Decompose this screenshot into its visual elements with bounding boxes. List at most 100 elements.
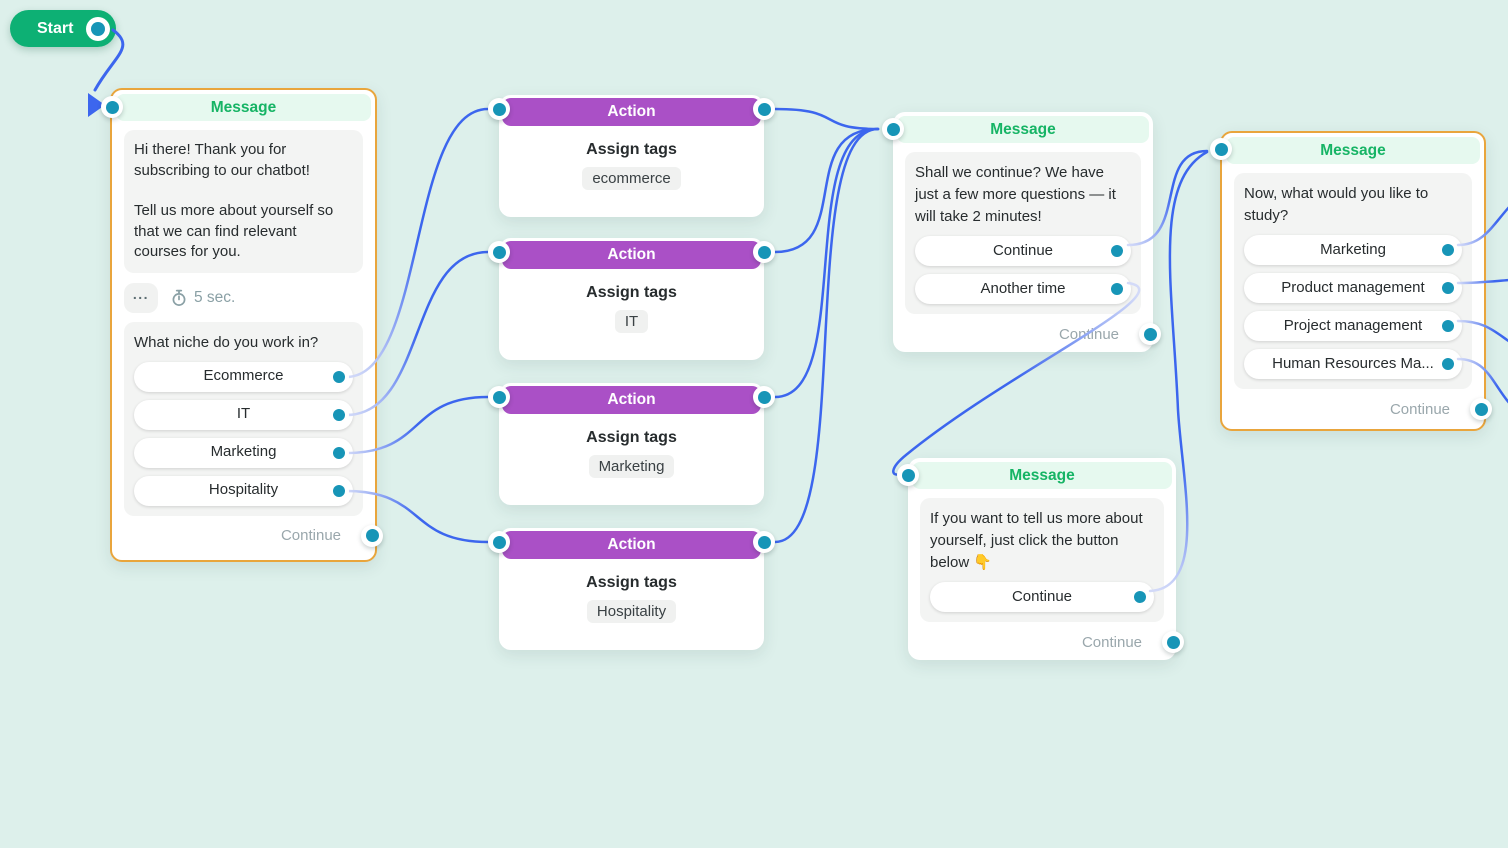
quick-reply-label: Project management bbox=[1283, 316, 1423, 334]
button-output-port[interactable] bbox=[329, 366, 349, 387]
continue-output-port[interactable] bbox=[1139, 323, 1161, 345]
input-port[interactable] bbox=[101, 96, 123, 118]
action-node-it[interactable]: Action Assign tags IT bbox=[488, 238, 775, 360]
node-footer: Continue bbox=[908, 630, 1184, 654]
continue-output-port[interactable] bbox=[361, 524, 383, 547]
action-node-header: Action bbox=[502, 241, 761, 269]
tag-chip: IT bbox=[614, 310, 649, 333]
delay-indicator: 5 sec. bbox=[170, 289, 235, 307]
continue-output-port[interactable] bbox=[1162, 631, 1184, 653]
message-node-continue-prompt[interactable]: Message Shall we continue? We have just … bbox=[882, 112, 1161, 352]
delay-label: 5 sec. bbox=[194, 288, 236, 306]
tag-chip: Hospitality bbox=[586, 600, 677, 623]
message-paragraph: Tell us more about yourself so that we c… bbox=[134, 202, 334, 261]
node-footer: Continue bbox=[1222, 397, 1492, 421]
question-bubble: Now, what would you like to study? Marke… bbox=[1234, 173, 1472, 389]
action-node-marketing[interactable]: Action Assign tags Marketing bbox=[488, 383, 775, 505]
more-options-button[interactable]: ... bbox=[124, 282, 158, 313]
continue-label: Continue bbox=[1081, 633, 1142, 651]
action-node-header: Action bbox=[502, 98, 761, 126]
button-output-port[interactable] bbox=[329, 442, 349, 463]
message-node-header: Message bbox=[1226, 137, 1480, 164]
start-node[interactable]: Start bbox=[10, 10, 116, 47]
message-meta-row: ... 5 sec. bbox=[124, 282, 363, 313]
assign-tags-label: Assign tags bbox=[586, 574, 677, 591]
message-text: Shall we continue? We have just a few mo… bbox=[915, 164, 1116, 225]
quick-reply-button[interactable]: Product management bbox=[1244, 273, 1462, 303]
message-text: If you want to tell us more about yourse… bbox=[930, 510, 1143, 571]
input-port[interactable] bbox=[882, 118, 904, 140]
continue-label: Continue bbox=[280, 527, 341, 545]
start-label: Start bbox=[37, 19, 74, 37]
action-node-header: Action bbox=[502, 531, 761, 559]
node-footer: Continue bbox=[112, 524, 383, 548]
message-text-bubble: Shall we continue? We have just a few mo… bbox=[905, 152, 1141, 314]
question-bubble: What niche do you work in? Ecommerce IT … bbox=[124, 321, 363, 516]
quick-reply-button[interactable]: Human Resources Ma... bbox=[1244, 349, 1462, 379]
timer-icon bbox=[172, 289, 186, 306]
quick-reply-label: Ecommerce bbox=[203, 367, 284, 385]
quick-reply-label: IT bbox=[236, 405, 251, 423]
message-node-header: Message bbox=[912, 462, 1172, 489]
action-node-ecommerce[interactable]: Action Assign tags ecommerce bbox=[488, 95, 775, 217]
quick-reply-label: Continue bbox=[992, 241, 1054, 259]
quick-reply-label: Product management bbox=[1281, 278, 1425, 296]
button-output-port[interactable] bbox=[1107, 279, 1127, 299]
input-port[interactable] bbox=[897, 464, 919, 486]
continue-label: Continue bbox=[1389, 400, 1450, 418]
button-output-port[interactable] bbox=[1130, 587, 1150, 607]
input-port[interactable] bbox=[488, 386, 510, 408]
button-output-port[interactable] bbox=[329, 480, 349, 501]
output-port[interactable] bbox=[753, 531, 775, 553]
message-node-tell-more[interactable]: Message If you want to tell us more abou… bbox=[897, 458, 1184, 660]
node-footer: Continue bbox=[893, 322, 1161, 346]
quick-reply-label: Marketing bbox=[210, 443, 277, 461]
action-node-header: Action bbox=[502, 386, 761, 414]
input-port[interactable] bbox=[1210, 138, 1232, 160]
quick-reply-button[interactable]: IT bbox=[134, 399, 353, 430]
quick-reply-label: Hospitality bbox=[208, 481, 279, 499]
quick-reply-button[interactable]: Ecommerce bbox=[134, 361, 353, 392]
message-paragraph: Hi there! Thank you for subscribing to o… bbox=[134, 141, 310, 179]
quick-reply-button[interactable]: Marketing bbox=[1244, 235, 1462, 265]
message-text-bubble: Hi there! Thank you for subscribing to o… bbox=[124, 130, 363, 273]
message-node-welcome[interactable]: Message Hi there! Thank you for subscrib… bbox=[101, 88, 383, 562]
quick-reply-button[interactable]: Project management bbox=[1244, 311, 1462, 341]
quick-reply-label: Continue bbox=[1011, 587, 1073, 605]
quick-reply-button[interactable]: Another time bbox=[915, 274, 1131, 304]
message-node-study-choice[interactable]: Message Now, what would you like to stud… bbox=[1210, 131, 1492, 431]
input-port[interactable] bbox=[488, 98, 510, 120]
assign-tags-label: Assign tags bbox=[586, 284, 677, 301]
continue-output-port[interactable] bbox=[1470, 398, 1492, 420]
quick-reply-label: Another time bbox=[980, 279, 1066, 297]
quick-reply-button[interactable]: Marketing bbox=[134, 437, 353, 468]
action-node-hospitality[interactable]: Action Assign tags Hospitality bbox=[488, 528, 775, 650]
quick-reply-button[interactable]: Continue bbox=[915, 236, 1131, 266]
button-output-port[interactable] bbox=[1107, 241, 1127, 261]
assign-tags-label: Assign tags bbox=[586, 141, 677, 158]
tag-chip: Marketing bbox=[588, 455, 675, 478]
assign-tags-label: Assign tags bbox=[586, 429, 677, 446]
button-output-port[interactable] bbox=[1438, 278, 1458, 298]
quick-reply-label: Human Resources Ma... bbox=[1272, 354, 1434, 372]
input-port[interactable] bbox=[488, 531, 510, 553]
button-output-port[interactable] bbox=[1438, 316, 1458, 336]
question-text: What niche do you work in? bbox=[134, 333, 319, 351]
quick-reply-button[interactable]: Hospitality bbox=[134, 475, 353, 506]
continue-label: Continue bbox=[1058, 325, 1119, 343]
start-output-port[interactable] bbox=[86, 16, 110, 41]
input-port[interactable] bbox=[488, 241, 510, 263]
question-text: Now, what would you like to study? bbox=[1244, 185, 1429, 224]
output-port[interactable] bbox=[753, 386, 775, 408]
message-node-header: Message bbox=[116, 94, 371, 121]
button-output-port[interactable] bbox=[329, 404, 349, 425]
quick-reply-button[interactable]: Continue bbox=[930, 582, 1154, 612]
quick-reply-label: Marketing bbox=[1320, 240, 1386, 258]
button-output-port[interactable] bbox=[1438, 240, 1458, 260]
output-port[interactable] bbox=[753, 98, 775, 120]
output-port[interactable] bbox=[753, 241, 775, 263]
tag-chip: ecommerce bbox=[582, 167, 681, 190]
message-text-bubble: If you want to tell us more about yourse… bbox=[920, 498, 1164, 622]
button-output-port[interactable] bbox=[1438, 354, 1458, 374]
